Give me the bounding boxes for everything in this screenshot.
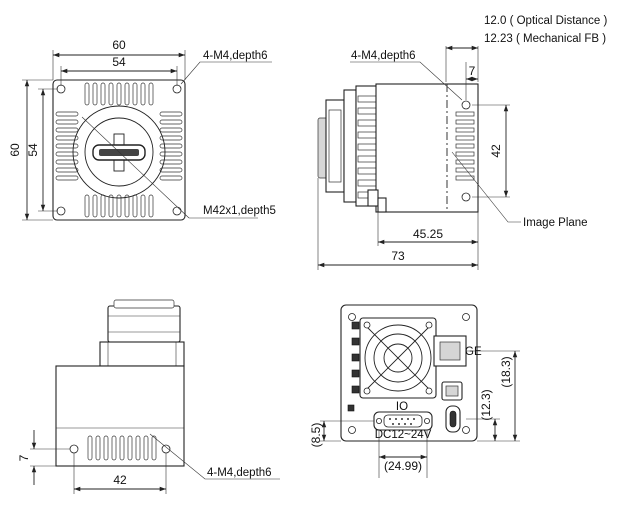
ge-label: GE <box>465 346 482 358</box>
front-height-54: 54 <box>26 143 40 157</box>
side-mount-hole <box>461 192 471 202</box>
front-cooling-fins <box>55 82 183 218</box>
sensor <box>99 149 139 156</box>
front-height-60: 60 <box>8 143 22 157</box>
power-label: DC12~24V <box>375 429 432 441</box>
bottom-mount-holes-note: 4-M4,depth6 <box>207 467 272 479</box>
mechanical-fb-note: 12.23 ( Mechanical FB ) <box>484 33 606 45</box>
side-fins <box>357 95 379 199</box>
lens-mount-inner-circle <box>84 117 154 187</box>
side-mount-hole <box>461 100 471 110</box>
bottom-fins <box>87 435 157 461</box>
mount-hole <box>172 84 182 94</box>
usb-height-dim: (12.3) <box>479 389 493 420</box>
side-view: Image Plane 12.0 ( Optical Distance ) 12… <box>317 15 608 270</box>
mount-hole <box>56 84 66 94</box>
bottom-mount-hole <box>69 444 79 454</box>
side-hole-spacing: 42 <box>489 144 503 158</box>
front-width-54: 54 <box>112 55 126 69</box>
rear-view: GE IO DC12~24V (8.5) (24.99) <box>309 304 520 478</box>
side-hole-offset: 7 <box>469 64 476 78</box>
io-height-dim: (8.5) <box>309 423 323 448</box>
mount-hole <box>56 206 66 216</box>
io-label: IO <box>396 401 408 413</box>
bottom-view: 7 42 4-M4,depth6 <box>17 299 280 494</box>
lens-mount-note: M42x1,depth5 <box>203 205 276 217</box>
bottom-hole-spacing: 42 <box>113 473 127 487</box>
bottom-fan-block <box>99 341 185 367</box>
bottom-hole-offset: 7 <box>17 454 31 461</box>
side-rear-fins <box>455 111 475 181</box>
mount-hole <box>172 206 182 216</box>
front-view: 60 54 60 54 4-M4,depth6 M42x1,depth5 <box>8 38 276 221</box>
side-overall-length: 73 <box>391 249 405 263</box>
front-mount-holes-note: 4-M4,depth6 <box>203 50 268 62</box>
lens-mount-circle <box>72 105 166 199</box>
ge-height-dim: (18.3) <box>499 356 513 387</box>
io-width-dim: (24.99) <box>384 459 422 473</box>
front-width-60: 60 <box>112 38 126 52</box>
bottom-lens-flange <box>107 305 181 343</box>
optical-distance-note: 12.0 ( Optical Distance ) <box>484 15 608 27</box>
fan-grille-outer <box>364 324 432 392</box>
side-plane-depth: 45.25 <box>413 227 443 241</box>
side-mount-holes-note: 4-M4,depth6 <box>351 50 416 62</box>
image-plane-label: Image Plane <box>523 217 588 229</box>
